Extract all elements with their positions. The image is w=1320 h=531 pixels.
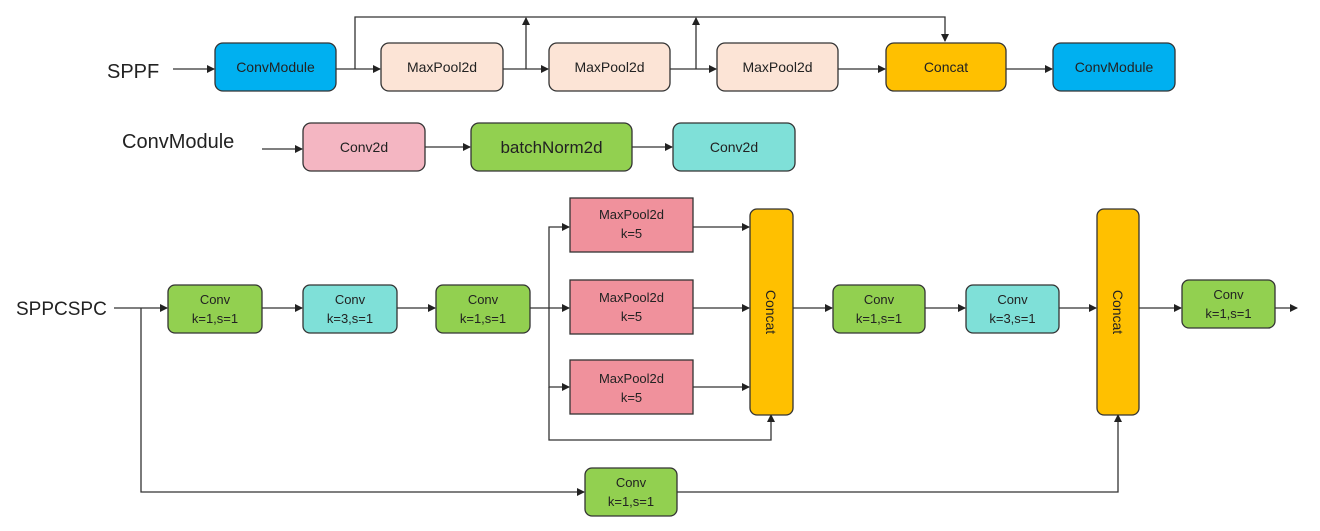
svg-text:Concat: Concat (924, 59, 968, 75)
svg-text:k=1,s=1: k=1,s=1 (460, 311, 506, 326)
svg-text:k=1,s=1: k=1,s=1 (192, 311, 238, 326)
svg-text:Conv: Conv (468, 292, 499, 307)
sppcspc-node-concat-2: Concat (1096, 208, 1140, 416)
sppcspc-node-shortcut-conv: Conv k=1,s=1 (584, 467, 678, 517)
svg-text:k=1,s=1: k=1,s=1 (856, 311, 902, 326)
svg-text:Conv: Conv (200, 292, 231, 307)
sppf-connectors (173, 16, 1053, 73)
sppf-node-convmodule-1: ConvModule (214, 42, 337, 92)
svg-text:MaxPool2d: MaxPool2d (599, 371, 664, 386)
svg-text:Conv: Conv (1213, 287, 1244, 302)
sppf-node-maxpool-2: MaxPool2d (548, 42, 671, 92)
svg-text:MaxPool2d: MaxPool2d (574, 59, 644, 75)
sppcspc-node-conv-5: Conv k=3,s=1 (965, 284, 1060, 334)
svg-text:batchNorm2d: batchNorm2d (500, 138, 602, 157)
svg-text:MaxPool2d: MaxPool2d (599, 290, 664, 305)
sppcspc-node-conv-1: Conv k=1,s=1 (167, 284, 263, 334)
svg-text:MaxPool2d: MaxPool2d (407, 59, 477, 75)
svg-text:Conv2d: Conv2d (710, 139, 758, 155)
svg-text:Conv: Conv (616, 475, 647, 490)
svg-text:k=3,s=1: k=3,s=1 (327, 311, 373, 326)
svg-text:k=1,s=1: k=1,s=1 (608, 494, 654, 509)
svg-text:k=5: k=5 (621, 309, 642, 324)
svg-text:Conv: Conv (335, 292, 366, 307)
sppcspc-label: SPPCSPC (16, 299, 107, 320)
svg-text:Conv: Conv (997, 292, 1028, 307)
sppcspc-node-maxpool-3: MaxPool2d k=5 (569, 359, 694, 415)
sppcspc-connectors (114, 223, 1298, 496)
sppf-node-convmodule-2: ConvModule (1052, 42, 1176, 92)
svg-text:MaxPool2d: MaxPool2d (742, 59, 812, 75)
sppcspc-node-maxpool-2: MaxPool2d k=5 (569, 279, 694, 335)
sppf-node-maxpool-3: MaxPool2d (716, 42, 839, 92)
svg-text:ConvModule: ConvModule (1075, 59, 1154, 75)
sppcspc-node-conv-3: Conv k=1,s=1 (435, 284, 531, 334)
sppf-node-concat: Concat (885, 42, 1007, 92)
svg-text:Concat: Concat (1110, 290, 1126, 334)
svg-text:MaxPool2d: MaxPool2d (599, 207, 664, 222)
sppcspc-node-concat-1: Concat (749, 208, 794, 416)
sppf-skip-line (354, 16, 949, 69)
sppcspc-node-conv-6: Conv k=1,s=1 (1181, 279, 1276, 329)
svg-text:k=5: k=5 (621, 226, 642, 241)
svg-text:Concat: Concat (763, 290, 779, 334)
convmodule-connectors (262, 143, 673, 153)
convmodule-node-batchnorm: batchNorm2d (470, 122, 633, 172)
sppcspc-node-conv-4: Conv k=1,s=1 (832, 284, 926, 334)
sppf-node-maxpool-1: MaxPool2d (380, 42, 504, 92)
svg-text:ConvModule: ConvModule (236, 59, 315, 75)
sppcspc-node-conv-2: Conv k=3,s=1 (302, 284, 398, 334)
convmodule-label: ConvModule (122, 131, 234, 153)
svg-text:k=1,s=1: k=1,s=1 (1205, 306, 1251, 321)
svg-text:Conv2d: Conv2d (340, 139, 388, 155)
convmodule-node-conv2d-2: Conv2d (672, 122, 796, 172)
sppf-label: SPPF (107, 61, 159, 83)
svg-text:Conv: Conv (864, 292, 895, 307)
sppcspc-node-maxpool-1: MaxPool2d k=5 (569, 197, 694, 253)
convmodule-node-conv2d-1: Conv2d (302, 122, 426, 172)
svg-text:k=3,s=1: k=3,s=1 (989, 311, 1035, 326)
svg-text:k=5: k=5 (621, 390, 642, 405)
